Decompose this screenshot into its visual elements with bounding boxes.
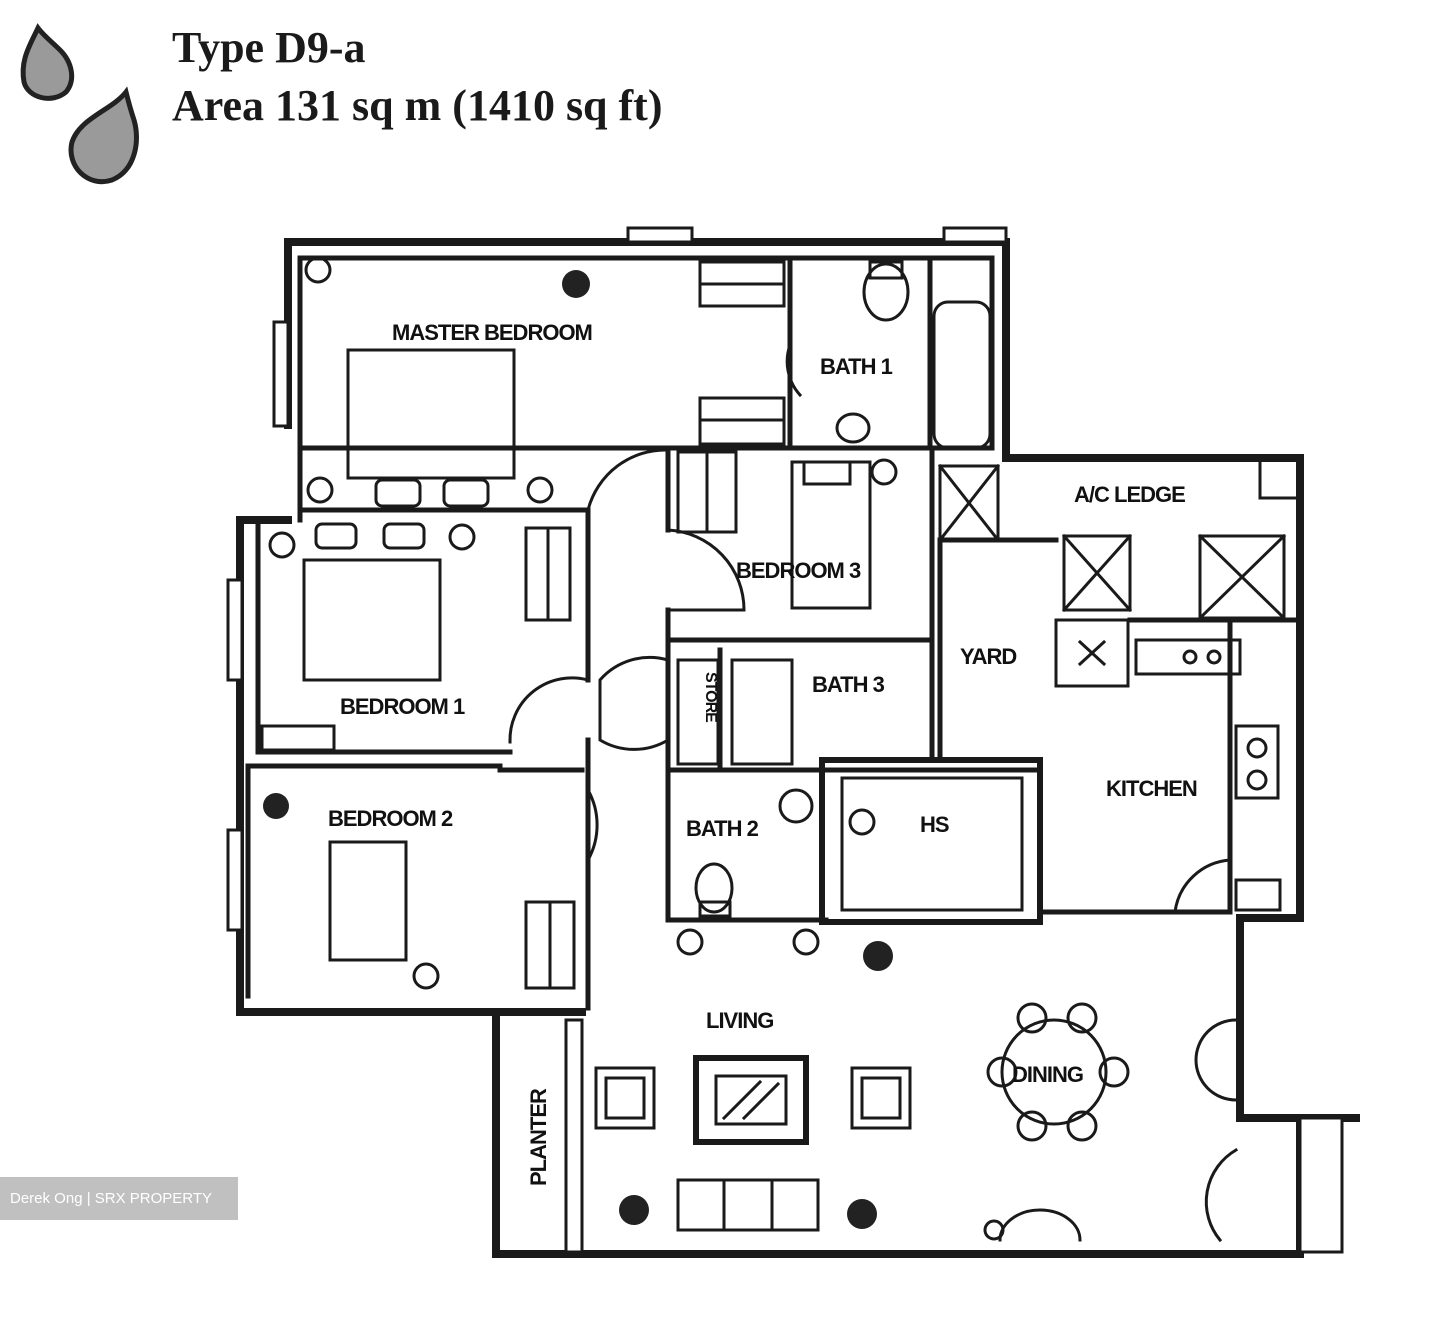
ac-units bbox=[937, 456, 1302, 621]
label-dining: DINING bbox=[1012, 1062, 1083, 1087]
label-kitchen: KITCHEN bbox=[1106, 776, 1197, 801]
label-bath-2: BATH 2 bbox=[686, 816, 759, 841]
teardrop-gems-icon bbox=[20, 23, 139, 185]
label-planter: PLANTER bbox=[526, 1088, 551, 1186]
bath-fixtures bbox=[694, 260, 992, 918]
label-bath-3: BATH 3 bbox=[812, 672, 885, 697]
label-living: LIVING bbox=[706, 1008, 773, 1033]
interior-walls bbox=[245, 255, 1303, 1011]
label-store: STORE bbox=[702, 672, 719, 723]
label-ac-ledge: A/C LEDGE bbox=[1074, 482, 1185, 507]
label-hs: HS bbox=[920, 812, 949, 837]
unit-type-title: Type D9-a bbox=[172, 23, 366, 72]
living-furniture bbox=[594, 1002, 1130, 1242]
label-bedroom-3: BEDROOM 3 bbox=[736, 558, 861, 583]
plants bbox=[263, 270, 893, 1229]
watermark: Derek Ong | SRX PROPERTY bbox=[0, 1177, 238, 1220]
lamps bbox=[268, 256, 1005, 1241]
label-bath-1: BATH 1 bbox=[820, 354, 893, 379]
windows bbox=[226, 226, 1344, 1254]
wardrobes bbox=[260, 260, 786, 990]
label-bedroom-2: BEDROOM 2 bbox=[328, 806, 453, 831]
plan-header: Type D9-a Area 131 sq m (1410 sq ft) bbox=[0, 0, 900, 200]
label-yard: YARD bbox=[960, 644, 1016, 669]
label-master-bedroom: MASTER BEDROOM bbox=[392, 320, 592, 345]
label-bedroom-1: BEDROOM 1 bbox=[340, 694, 465, 719]
kitchen-fixtures bbox=[1054, 618, 1282, 912]
unit-area-title: Area 131 sq m (1410 sq ft) bbox=[172, 81, 663, 130]
beds bbox=[302, 348, 872, 962]
